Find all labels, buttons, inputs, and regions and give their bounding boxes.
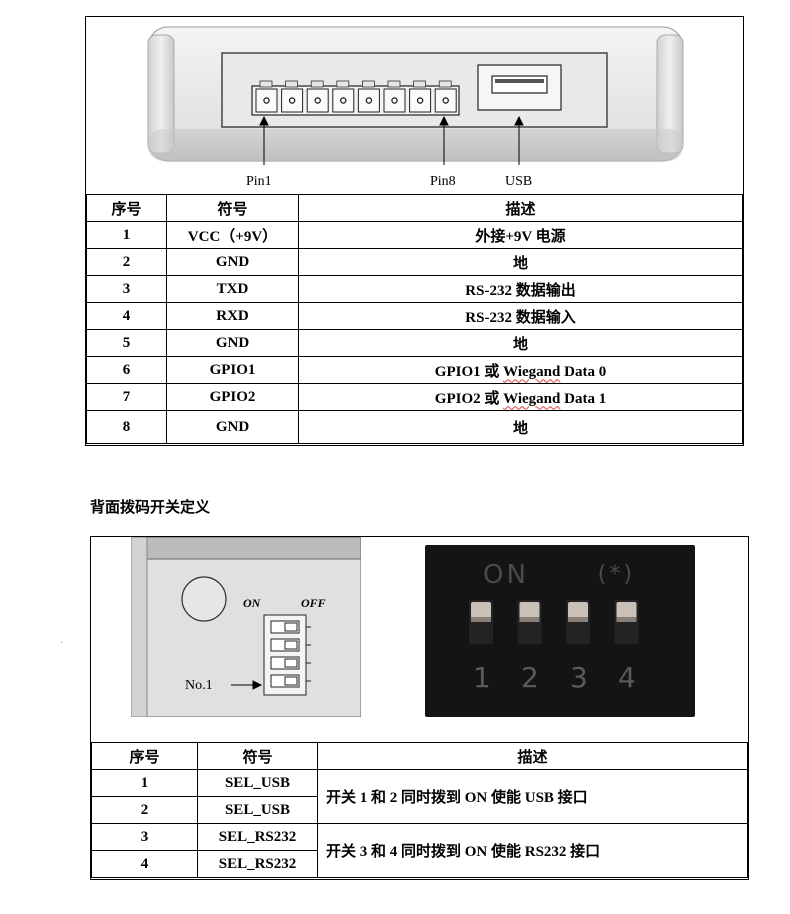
off-label: OFF	[301, 596, 326, 610]
no1-label: No.1	[185, 678, 213, 693]
table-row: 7 GPIO2 GPIO2 或 Wiegand Data 1	[86, 383, 743, 411]
header-symbol: 符号	[197, 742, 318, 770]
table-row: 2 SEL_USB	[91, 796, 748, 824]
dip-switch-section: ON OFF No.1 ON (*) 1 2 3 4 序号 符号 描述	[90, 536, 749, 880]
desc-suffix: Data 1	[560, 390, 607, 407]
pin-no: 4	[86, 302, 167, 330]
dip-slot	[270, 674, 311, 688]
table-row: 3 TXD RS-232 数据输出	[86, 275, 743, 303]
switch-number-1: 1	[473, 661, 491, 694]
pin-no: 3	[86, 275, 167, 303]
pin-symbol: TXD	[166, 275, 299, 303]
pin-symbol: GND	[166, 410, 299, 444]
photo-star-label: (*)	[595, 562, 635, 587]
table-row: 3 SEL_RS232 开关 3 和 4 同时拨到 ON 使能 RS232 接口	[91, 823, 748, 878]
dip-no: 2	[91, 796, 198, 824]
table-row: 8 GND 地	[86, 410, 743, 444]
desc-wavy: Wiegand	[503, 363, 561, 380]
photo-on-label: ON	[483, 560, 529, 590]
round-hole	[181, 576, 227, 622]
photo-switch	[469, 600, 493, 644]
pin-desc: GPIO1 或 Wiegand Data 0	[298, 356, 743, 384]
pin-no: 8	[86, 410, 167, 444]
pin-no: 5	[86, 329, 167, 357]
table-row: 6 GPIO1 GPIO1 或 Wiegand Data 0	[86, 356, 743, 384]
table-row: 2 GND 地	[86, 248, 743, 276]
pin-desc: 地	[298, 329, 743, 357]
dip-symbol: SEL_USB	[197, 769, 318, 797]
terminal-pin	[383, 80, 406, 113]
dip-switch-photo: ON (*) 1 2 3 4	[425, 545, 695, 717]
dip-no: 1	[91, 769, 198, 797]
table-row: 1 SEL_USB 开关 1 和 2 同时拨到 ON 使能 USB 接口	[91, 769, 748, 824]
dip-slot	[270, 620, 311, 634]
pin-symbol: GPIO1	[166, 356, 299, 384]
margin-mark: ·	[60, 638, 64, 649]
pin-desc: 外接+9V 电源	[298, 221, 743, 249]
table-row: 4 RXD RS-232 数据输入	[86, 302, 743, 330]
dip-no: 4	[91, 850, 198, 878]
pin-table: 序号 符号 描述 1 VCC（+9V） 外接+9V 电源 2 GND 地 3 T…	[86, 194, 743, 444]
pin-desc: 地	[298, 248, 743, 276]
dip-desc-rs232: 开关 3 和 4 同时拨到 ON 使能 RS232 接口	[317, 823, 748, 878]
dip-table: 序号 符号 描述 1 SEL_USB 开关 1 和 2 同时拨到 ON 使能 U…	[91, 742, 748, 878]
pin-symbol: VCC（+9V）	[166, 221, 299, 249]
header-no: 序号	[91, 742, 198, 770]
dip-slot	[270, 656, 311, 670]
terminal-pin	[409, 80, 432, 113]
dip-symbol: SEL_RS232	[197, 823, 318, 851]
pin-no: 7	[86, 383, 167, 411]
pin-symbol: GND	[166, 329, 299, 357]
back-panel-drawing: ON OFF No.1	[131, 537, 361, 717]
pin-no: 6	[86, 356, 167, 384]
terminal-pin	[434, 80, 457, 113]
usb-label: USB	[505, 174, 532, 189]
header-desc: 描述	[317, 742, 748, 770]
pin-desc: GPIO2 或 Wiegand Data 1	[298, 383, 743, 411]
terminal-pin	[357, 80, 380, 113]
dip-section-heading: 背面拨码开关定义	[90, 498, 211, 516]
switch-number-2: 2	[521, 661, 539, 694]
terminal-pin	[306, 80, 329, 113]
pin-symbol: GND	[166, 248, 299, 276]
desc-prefix: GPIO1 或	[434, 363, 504, 380]
dip-switch-drawing	[263, 614, 311, 696]
photo-switch	[566, 600, 590, 644]
desc-prefix: GPIO2 或	[434, 390, 504, 407]
table-row: 4 SEL_RS232	[91, 850, 748, 878]
switch-number-4: 4	[618, 661, 636, 694]
table-row: 1 VCC（+9V） 外接+9V 电源	[86, 221, 743, 249]
photo-switch	[614, 600, 639, 644]
dip-slot	[270, 638, 311, 652]
header-no: 序号	[86, 194, 167, 222]
usb-port	[477, 64, 562, 111]
pin-symbol: GPIO2	[166, 383, 299, 411]
dip-desc-usb: 开关 1 和 2 同时拨到 ON 使能 USB 接口	[317, 769, 748, 824]
connector-panel-drawing: Pin1 Pin8 USB	[147, 26, 684, 189]
connector-section: Pin1 Pin8 USB 序号 符号 描述 1 VCC（+9V） 外接+9V …	[85, 16, 744, 446]
table-row: 5 GND 地	[86, 329, 743, 357]
pin-desc: 地	[298, 410, 743, 444]
dip-no: 3	[91, 823, 198, 851]
pin8-label: Pin8	[430, 174, 456, 189]
header-symbol: 符号	[166, 194, 299, 222]
dip-symbol: SEL_USB	[197, 796, 318, 824]
pin-desc: RS-232 数据输入	[298, 302, 743, 330]
terminal-pin	[332, 80, 355, 113]
switch-number-3: 3	[570, 661, 588, 694]
desc-wavy: Wiegand	[503, 390, 561, 407]
pin-no: 1	[86, 221, 167, 249]
terminal-pin	[281, 80, 304, 113]
pin1-label: Pin1	[246, 174, 272, 189]
terminal-pin	[255, 80, 278, 113]
dip-symbol: SEL_RS232	[197, 850, 318, 878]
photo-switch	[517, 600, 542, 644]
terminal-block	[251, 80, 460, 116]
desc-suffix: Data 0	[560, 363, 607, 380]
pin-desc: RS-232 数据输出	[298, 275, 743, 303]
on-label: ON	[243, 596, 262, 610]
header-desc: 描述	[298, 194, 743, 222]
pin-symbol: RXD	[166, 302, 299, 330]
pin-no: 2	[86, 248, 167, 276]
